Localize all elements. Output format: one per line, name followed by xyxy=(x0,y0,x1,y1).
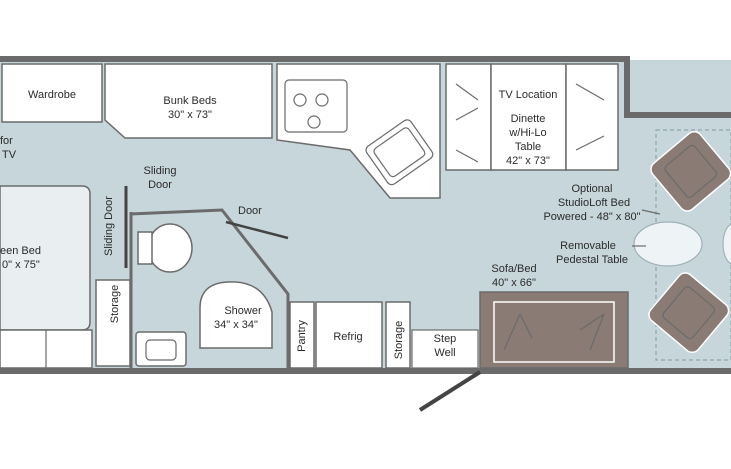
top-wall xyxy=(0,56,630,62)
dinette-table xyxy=(490,63,567,171)
cab-chair-top xyxy=(650,130,731,212)
burner-2 xyxy=(315,93,329,107)
seat-mark xyxy=(455,149,479,163)
label-bunk-beds: Bunk Beds xyxy=(163,95,217,107)
wardrobe-cabinet xyxy=(1,63,103,123)
label-sliding-door-vertical: Sliding Door xyxy=(103,196,115,256)
dinette-bench-left xyxy=(445,63,492,171)
label-pedestal-1: Removable xyxy=(560,240,616,252)
sofa-mark xyxy=(589,313,605,351)
label-sofa-size: 40" x 66" xyxy=(492,277,536,289)
seat-mark xyxy=(575,135,605,151)
label-dinette-1: Dinette xyxy=(511,113,546,125)
entry-door xyxy=(418,370,482,412)
bath-door xyxy=(225,220,289,240)
label-dinette-2: w/Hi-Lo xyxy=(508,127,546,139)
cab-chair-bottom xyxy=(648,272,730,354)
label-tv-for-2: TV xyxy=(2,149,17,161)
label-dinette-size: 42" x 73" xyxy=(506,155,550,167)
label-sofa: Sofa/Bed xyxy=(491,263,536,275)
seat-mark xyxy=(455,107,479,121)
bottom-wall xyxy=(0,368,731,374)
slide-wall xyxy=(624,56,630,118)
label-tv-location: TV Location xyxy=(499,89,558,101)
bathroom-wall xyxy=(129,208,290,368)
storage-mid-cabinet xyxy=(385,301,411,369)
toilet-tank xyxy=(137,231,153,265)
bath-basin xyxy=(145,339,177,361)
label-loft-3: Powered - 48" x 80" xyxy=(543,211,640,223)
label-shower-size: 34" x 34" xyxy=(214,319,258,331)
label-wardrobe: Wardrobe xyxy=(28,89,76,101)
label-loft-2: StudioLoft Bed xyxy=(558,197,630,209)
label-storage-mid: Storage xyxy=(393,321,405,360)
dinette-bench-right xyxy=(565,63,619,171)
loft-outline xyxy=(655,129,731,361)
label-shower: Shower xyxy=(224,305,262,317)
label-pedestal-2: Pedestal Table xyxy=(556,254,628,266)
label-step-well-2: Well xyxy=(434,347,455,359)
seat-mark xyxy=(455,83,479,101)
label-sliding-door-2: Door xyxy=(148,179,172,191)
loft-leader xyxy=(641,209,661,215)
bunk-beds-cabinet xyxy=(104,63,273,139)
label-queen-bed: een Bed xyxy=(0,245,41,257)
kitchen-sink xyxy=(365,119,434,186)
toilet-bowl xyxy=(147,223,193,273)
sofa-cushion xyxy=(493,301,615,363)
refrig-cabinet xyxy=(315,301,383,369)
bath-sink xyxy=(135,331,187,367)
label-queen-bed-size: 0" x 75" xyxy=(2,259,40,271)
steering-wheel xyxy=(722,223,731,265)
label-refrig: Refrig xyxy=(333,331,362,343)
label-door: Door xyxy=(238,205,262,217)
seat-mark xyxy=(575,83,605,101)
shower-stall xyxy=(199,281,273,349)
burner-1 xyxy=(293,93,307,107)
label-dinette-3: Table xyxy=(515,141,541,153)
label-sliding-door-1: Sliding xyxy=(143,165,176,177)
sofa-bed xyxy=(479,291,629,369)
pedestal-table xyxy=(633,221,703,267)
pantry-cabinet xyxy=(289,301,315,369)
queen-bed xyxy=(0,185,91,331)
top-wall-cab xyxy=(624,112,731,118)
label-loft-1: Optional xyxy=(572,183,613,195)
burner-3 xyxy=(307,115,321,129)
step-well xyxy=(411,329,479,369)
sofa-mark xyxy=(519,313,533,339)
sofa-mark xyxy=(503,313,521,351)
label-bunk-beds-size: 30" x 73" xyxy=(168,109,212,121)
label-step-well-1: Step xyxy=(434,333,457,345)
sofa-mark xyxy=(579,313,605,331)
label-pantry: Pantry xyxy=(296,320,308,352)
label-tv-for-1: for xyxy=(0,135,13,147)
kitchen-counter xyxy=(276,63,441,199)
label-storage-left: Storage xyxy=(109,285,121,324)
stove xyxy=(284,79,348,133)
